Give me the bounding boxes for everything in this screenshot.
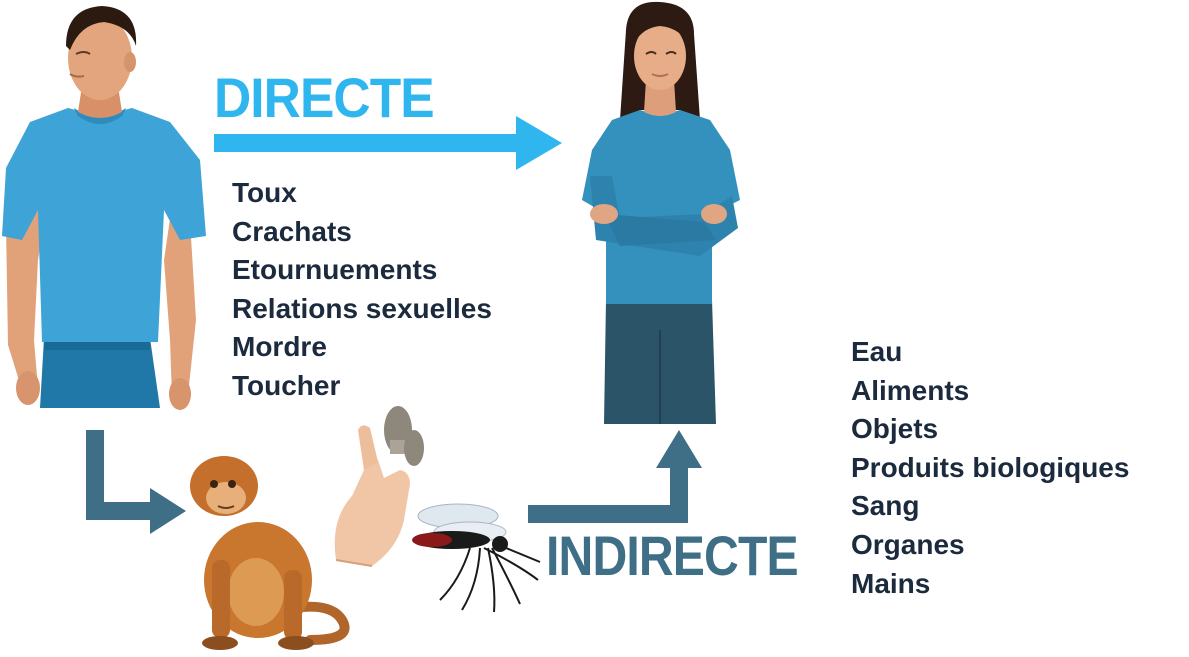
- monkey-illustration: [190, 456, 345, 650]
- indirect-label: INDIRECTE: [546, 528, 798, 584]
- list-item: Mordre: [232, 328, 492, 367]
- list-item: Etournuements: [232, 251, 492, 290]
- hand-with-object-illustration: [335, 406, 424, 566]
- direct-transmission-list: Toux Crachats Etournuements Relations se…: [232, 174, 492, 406]
- list-item: Toux: [232, 174, 492, 213]
- list-item: Mains: [851, 565, 1129, 604]
- direct-label: DIRECTE: [214, 70, 434, 126]
- list-item: Sang: [851, 487, 1129, 526]
- list-item: Produits biologiques: [851, 449, 1129, 488]
- man-illustration: [2, 6, 206, 410]
- indirect-arrow-right: [528, 430, 702, 523]
- woman-illustration: [582, 2, 740, 424]
- list-item: Relations sexuelles: [232, 290, 492, 329]
- list-item: Organes: [851, 526, 1129, 565]
- list-item: Objets: [851, 410, 1129, 449]
- list-item: Aliments: [851, 372, 1129, 411]
- list-item: Eau: [851, 333, 1129, 372]
- list-item: Crachats: [232, 213, 492, 252]
- list-item: Toucher: [232, 367, 492, 406]
- indirect-transmission-list: Eau Aliments Objets Produits biologiques…: [851, 333, 1129, 603]
- indirect-arrow-left: [86, 430, 186, 534]
- mosquito-illustration: [412, 504, 540, 612]
